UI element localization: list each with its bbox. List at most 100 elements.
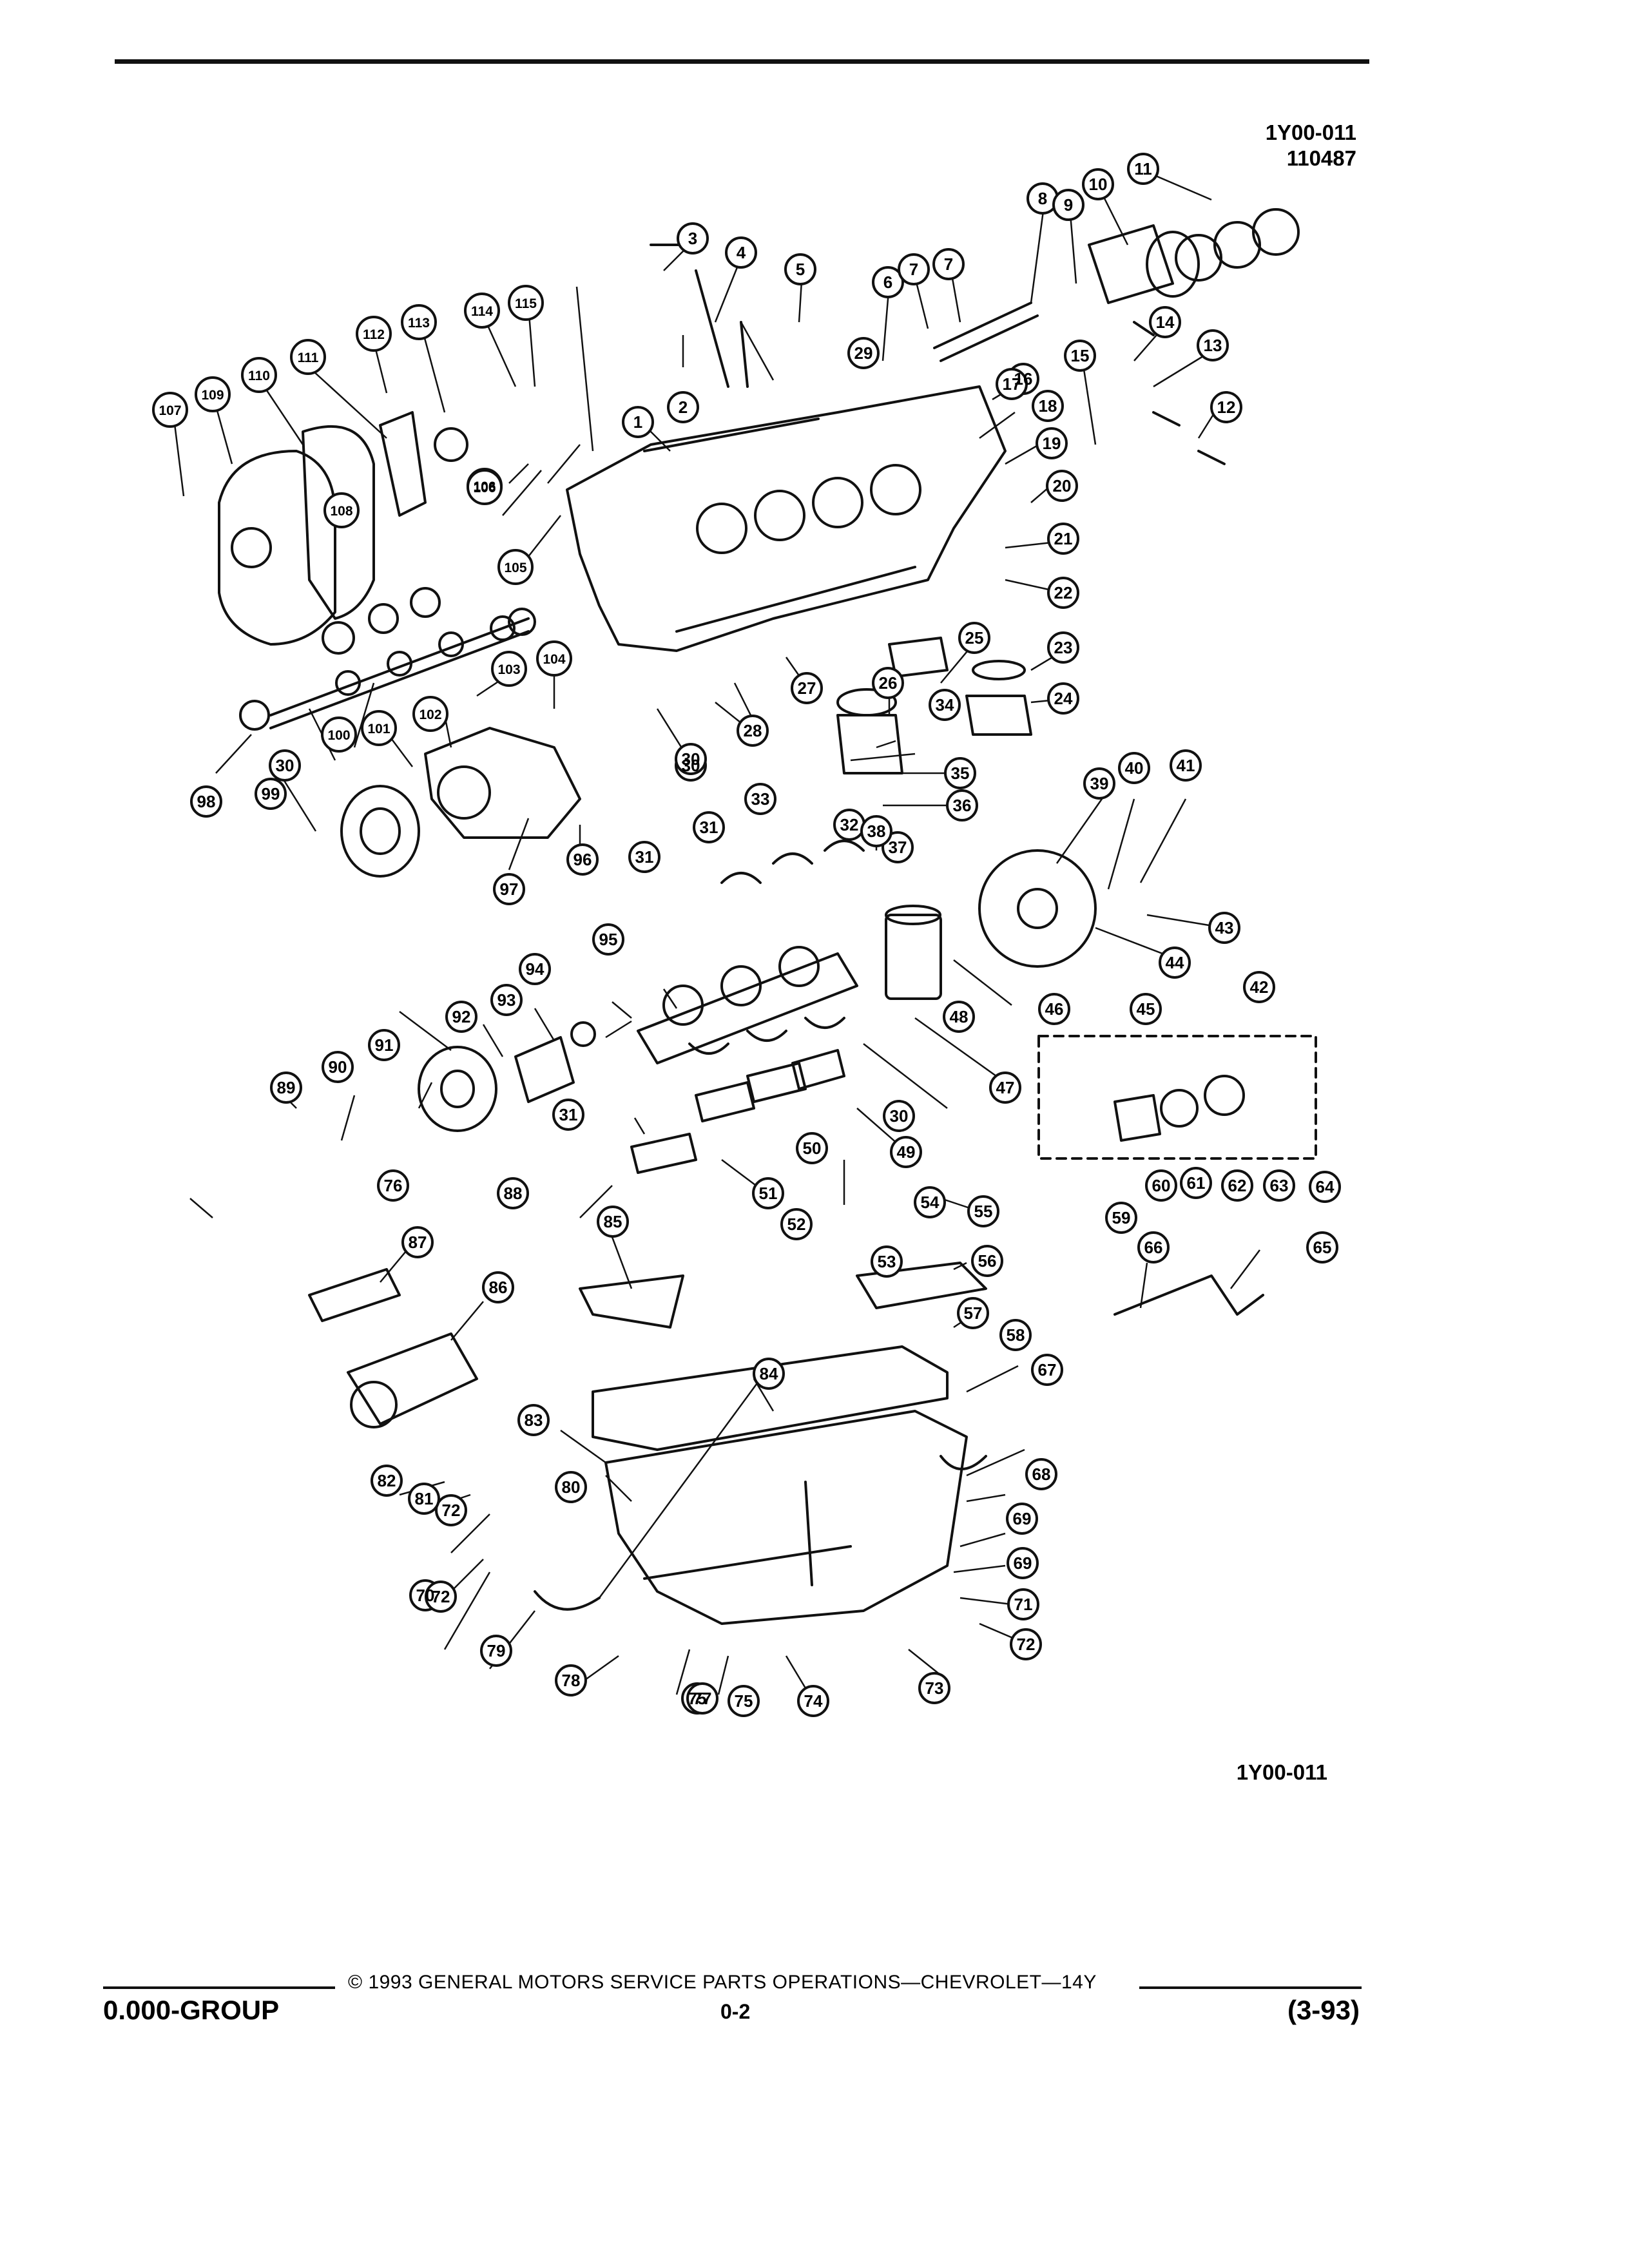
revision-label: (3-93) (1287, 1995, 1360, 2025)
callout-label-41: 41 (1177, 756, 1195, 775)
callout-circle-68 (1025, 1458, 1057, 1490)
piston-drawing (1088, 224, 1174, 304)
callout-label-85: 85 (604, 1212, 622, 1231)
callout-label-25: 25 (965, 628, 984, 648)
callout-circle-13 (1197, 329, 1229, 361)
callout-circle-43 (1208, 912, 1240, 944)
callout-label-35: 35 (951, 764, 970, 783)
callout-label-31: 31 (635, 847, 654, 867)
callout-circle-11 (1127, 153, 1159, 185)
callout-circle-78 (555, 1664, 587, 1696)
callout-label-67: 67 (1038, 1360, 1057, 1379)
callout-label-81: 81 (415, 1489, 434, 1508)
callout-circle-76 (377, 1169, 409, 1202)
callout-label-110: 110 (248, 369, 270, 383)
callout-circle-62 (1221, 1169, 1253, 1202)
oil-filter-drawing (885, 914, 942, 1000)
callout-circle-30 (269, 749, 301, 782)
callout-label-100: 100 (327, 728, 350, 743)
diagram-code-label: 1Y00-011 (1265, 120, 1356, 144)
callout-label-8: 8 (1038, 189, 1047, 208)
callout-circle-18 (1032, 390, 1064, 422)
callout-circle-87 (401, 1226, 434, 1258)
callout-label-57: 57 (964, 1303, 983, 1323)
callout-label-72: 72 (442, 1501, 461, 1520)
callout-label-95: 95 (599, 930, 618, 949)
callout-label-44: 44 (1166, 953, 1184, 972)
callout-label-75: 75 (688, 1689, 707, 1708)
callout-circle-44 (1159, 947, 1191, 979)
callout-label-4: 4 (737, 243, 746, 262)
callout-label-91: 91 (375, 1035, 394, 1055)
callout-circle-55 (967, 1195, 999, 1227)
callout-circle-109 (195, 376, 231, 412)
callout-circle-22 (1047, 577, 1079, 609)
callout-circle-89 (270, 1072, 302, 1104)
callout-circle-49 (890, 1136, 922, 1168)
callout-label-47: 47 (996, 1078, 1015, 1097)
callout-label-111: 111 (298, 351, 319, 365)
rear-seal-box (1037, 1035, 1317, 1160)
callout-label-20: 20 (1053, 476, 1072, 495)
top-rule (115, 59, 1369, 64)
callout-circle-17 (996, 368, 1028, 400)
callout-circle-72 (1010, 1628, 1042, 1660)
callout-label-113: 113 (408, 316, 430, 331)
water-pump-drawing (424, 727, 581, 839)
callout-label-18: 18 (1039, 396, 1057, 416)
copyright-line: © 1993 GENERAL MOTORS SERVICE PARTS OPER… (348, 1972, 1097, 1993)
callout-circle-69 (1007, 1547, 1039, 1579)
callout-label-73: 73 (925, 1678, 944, 1698)
callout-label-30: 30 (682, 749, 700, 769)
callout-label-108: 108 (330, 504, 352, 519)
callout-label-112: 112 (363, 327, 385, 342)
callout-label-54: 54 (921, 1193, 940, 1212)
callout-circle-51 (752, 1177, 784, 1209)
callout-label-70: 70 (416, 1586, 435, 1605)
page-number: 0-2 (720, 2000, 751, 2023)
callout-circle-92 (445, 1001, 477, 1033)
callout-label-92: 92 (452, 1007, 471, 1026)
callout-circle-72 (425, 1581, 457, 1613)
oil-pan-gasket-drawing (592, 1345, 949, 1451)
callout-label-66: 66 (1144, 1238, 1163, 1257)
callout-label-84: 84 (760, 1364, 778, 1383)
callout-circle-98 (190, 785, 222, 818)
callout-label-53: 53 (878, 1252, 896, 1271)
callout-label-10: 10 (1089, 175, 1108, 194)
callout-circle-97 (493, 873, 525, 905)
callout-label-33: 33 (751, 789, 770, 809)
callout-circle-53 (871, 1245, 903, 1278)
callout-label-76: 76 (384, 1176, 403, 1195)
callout-label-49: 49 (897, 1142, 916, 1162)
callout-label-89: 89 (277, 1078, 296, 1097)
oil-pump-drawing (888, 637, 949, 678)
callout-label-102: 102 (419, 707, 441, 722)
crankshaft-drawing (637, 952, 858, 1064)
callout-label-16: 16 (1014, 369, 1033, 389)
callout-label-80: 80 (562, 1477, 581, 1497)
callout-circle-34 (929, 689, 961, 721)
callout-circle-23 (1047, 631, 1079, 664)
callout-circle-102 (412, 696, 448, 732)
callout-label-87: 87 (409, 1233, 427, 1252)
callout-circle-1 (622, 406, 654, 438)
callout-label-68: 68 (1032, 1465, 1051, 1484)
callout-circle-36 (946, 789, 978, 822)
callout-label-99: 99 (262, 784, 280, 803)
callout-circle-103 (491, 651, 527, 687)
callout-label-75: 75 (735, 1691, 753, 1711)
callout-label-101: 101 (367, 722, 390, 736)
callout-circle-114 (464, 293, 500, 329)
callout-circle-30 (675, 743, 707, 775)
callout-circle-82 (371, 1465, 403, 1497)
callout-label-40: 40 (1125, 758, 1144, 778)
callout-label-106: 106 (473, 479, 496, 494)
callout-label-29: 29 (854, 343, 873, 363)
callout-circle-63 (1263, 1169, 1295, 1202)
callout-label-86: 86 (489, 1278, 508, 1297)
callout-circle-93 (490, 984, 523, 1016)
callout-circle-73 (918, 1672, 950, 1704)
callout-circle-45 (1130, 993, 1162, 1025)
callout-circle-91 (368, 1029, 400, 1061)
